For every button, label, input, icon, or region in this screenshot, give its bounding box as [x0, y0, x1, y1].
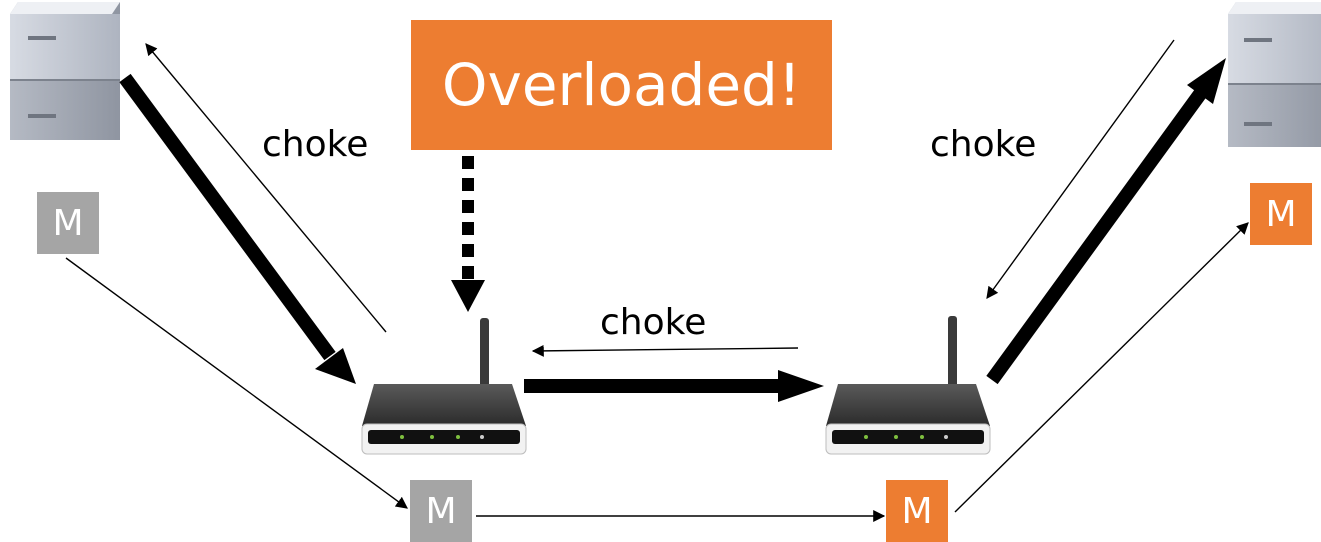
- message-arrow: [65, 257, 408, 509]
- overload-dotted-arrow: [451, 156, 485, 312]
- message-label: M: [1265, 193, 1297, 235]
- flow-arrow-thick: [119, 73, 356, 384]
- router-icon: [825, 316, 991, 455]
- message-box-gray: M: [410, 480, 472, 542]
- message-box-gray: M: [37, 192, 99, 254]
- flow-arrow-thick: [524, 370, 824, 402]
- message-label: M: [52, 202, 84, 244]
- server-icon: [10, 2, 120, 140]
- choke-arrow: [145, 43, 387, 333]
- message-box-orange: M: [886, 480, 948, 542]
- message-label: M: [425, 490, 457, 532]
- overloaded-box: Overloaded!: [411, 20, 832, 150]
- message-label: M: [901, 490, 933, 532]
- server-icon: [1228, 2, 1321, 147]
- overloaded-label: Overloaded!: [441, 51, 802, 119]
- flow-arrow-thick: [986, 58, 1226, 385]
- message-arrow: [954, 222, 1249, 513]
- router-icon: [361, 318, 527, 455]
- choke-label-middle: choke: [600, 302, 707, 343]
- choke-label-left: choke: [262, 124, 369, 165]
- choke-label-right: choke: [930, 124, 1037, 165]
- message-box-orange: M: [1250, 183, 1312, 245]
- choke-arrow: [986, 39, 1175, 299]
- choke-arrow: [531, 344, 799, 357]
